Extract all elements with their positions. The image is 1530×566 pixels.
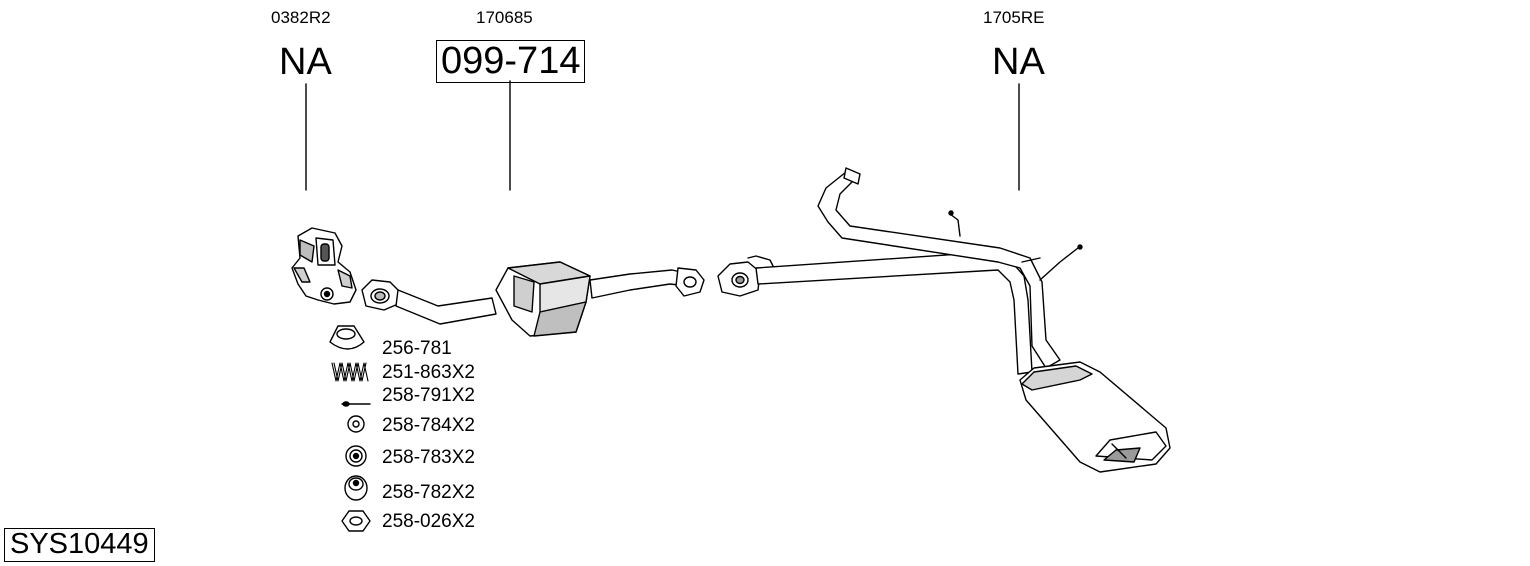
component-ref-0382R2: 0382R2 [271,8,331,27]
fitting-part-label: 251-863X2 [382,362,475,383]
rubber-mount-icon [346,446,366,466]
fitting-part-label: 256-781 [382,338,452,359]
fitting-part-label: 258-026X2 [382,511,475,532]
component-ref-170685: 170685 [476,8,533,27]
fitting-part-label: 258-791X2 [382,385,475,406]
spring-icon [332,363,368,381]
part-number-0382R2: NA [279,41,332,83]
part-number-1705RE: NA [992,41,1045,83]
gasket-ring-icon [330,326,364,349]
rear-silencer-part [718,168,1170,472]
fitting-part-label: 258-783X2 [382,447,475,468]
fitting-part-label: 258-782X2 [382,482,475,503]
bolt-icon [342,402,370,406]
system-code-label: SYS10449 [4,528,155,562]
component-ref-1705RE: 1705RE [983,8,1045,27]
manifold-flange-part [292,228,356,304]
rubber-bush-icon [345,476,367,500]
front-pipe-catalyst-part [362,262,704,336]
fitting-part-label: 258-784X2 [382,415,475,436]
washer-icon [348,416,364,432]
hex-nut-icon [342,511,370,531]
part-number-170685-boxed: 099-714 [436,40,586,83]
